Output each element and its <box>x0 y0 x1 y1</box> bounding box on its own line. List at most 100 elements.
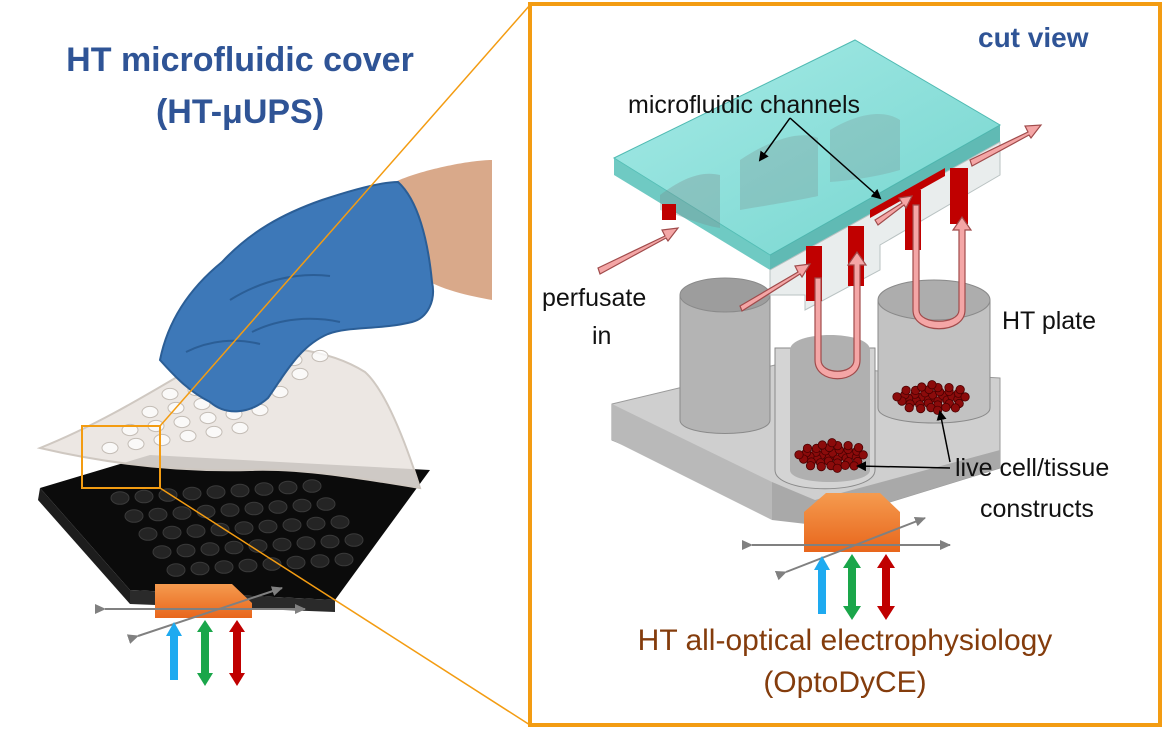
plate-well <box>258 519 278 534</box>
plate-well <box>176 543 196 558</box>
cover-bump <box>173 415 191 429</box>
cover-bump <box>127 437 145 451</box>
well-plate-icon <box>38 455 430 612</box>
cell-sphere <box>950 403 961 413</box>
plate-well <box>124 509 144 523</box>
plate-well <box>200 542 220 556</box>
plate-well <box>220 503 240 517</box>
photo-scene <box>36 4 531 726</box>
cell-sphere <box>840 460 850 470</box>
plate-well <box>110 491 130 505</box>
plate-well <box>234 521 254 535</box>
left-title-line1: HT microfluidic cover <box>66 41 414 79</box>
cover-bump <box>311 349 329 363</box>
cover-bump <box>199 411 217 425</box>
cell-sphere <box>805 461 816 471</box>
objective-lens-icon-small <box>95 584 306 644</box>
bottom-title-line1: HT all-optical electrophysiology <box>637 624 1053 657</box>
plate-well <box>286 555 306 570</box>
plate-well <box>206 485 226 499</box>
label-cells-line2: constructs <box>980 495 1094 523</box>
cover-bump <box>231 421 249 435</box>
cut-view-frame <box>528 2 1162 727</box>
cell-sphere <box>892 392 902 402</box>
cell-sphere <box>944 382 954 393</box>
plate-well <box>190 561 210 576</box>
plate-well <box>292 498 312 513</box>
left-title-line2: (HT-μUPS) <box>155 93 325 131</box>
cut-view-title: cut view <box>978 22 1089 53</box>
cell-sphere <box>832 463 842 473</box>
cell-sphere <box>827 438 837 448</box>
plate-well <box>282 518 302 532</box>
plate-well <box>278 480 298 495</box>
plate-well <box>134 489 154 504</box>
light-arrows-icon <box>814 554 895 620</box>
plate-well <box>158 488 178 502</box>
plate-well <box>254 482 274 496</box>
cell-sphere <box>955 384 965 395</box>
glove-hand-icon <box>158 160 492 413</box>
cell-sphere <box>901 385 911 395</box>
cell-sphere <box>904 403 914 413</box>
plate-well <box>244 501 264 516</box>
plate-well <box>268 500 288 514</box>
plate-well <box>306 516 326 531</box>
label-cells-line1: live cell/tissue <box>955 454 1110 482</box>
u-tube-left <box>814 250 868 380</box>
microfluidic-cover-block <box>612 39 1002 311</box>
cell-sphere <box>817 440 827 450</box>
plate-well <box>148 507 168 522</box>
plate-well <box>330 515 350 529</box>
plate-well <box>272 537 292 552</box>
zoom-region-box <box>81 425 161 489</box>
cover-bump <box>141 405 159 419</box>
cell-sphere <box>960 392 970 402</box>
label-ht-plate: HT plate <box>1002 307 1097 335</box>
zoom-line-top <box>159 4 531 427</box>
zoom-line-bottom <box>159 487 531 726</box>
cover-bump <box>101 441 119 455</box>
cell-sphere <box>916 403 926 414</box>
cell-sphere <box>794 450 804 460</box>
plate-well <box>186 524 206 538</box>
plate-well <box>210 522 230 537</box>
plate-well <box>138 527 158 541</box>
label-perfusate-line2: in <box>592 322 612 350</box>
cell-sphere <box>853 442 864 453</box>
cell-sphere <box>917 382 927 392</box>
cell-sphere <box>941 402 951 412</box>
plate-well <box>310 554 330 568</box>
plate-well <box>344 533 364 547</box>
cover-bump <box>179 429 197 443</box>
cell-constructs <box>794 380 970 473</box>
u-tube-right <box>912 204 973 330</box>
plate-well <box>214 560 234 574</box>
plate-well <box>316 497 336 511</box>
cover-bump <box>161 387 179 401</box>
label-microfluidic-channels: microfluidic channels <box>628 91 861 119</box>
plate-well <box>166 563 186 577</box>
plate-well <box>262 557 282 571</box>
cell-sphere <box>927 380 937 390</box>
plate-well <box>182 486 202 501</box>
annotation-arrows <box>758 117 951 472</box>
cell-sphere <box>802 443 813 453</box>
plate-well <box>238 558 258 573</box>
light-arrows-icon-small <box>166 620 245 686</box>
cover-bump <box>205 425 223 439</box>
cover-bump <box>291 367 309 381</box>
cover-bump <box>121 423 139 437</box>
bottom-title-line2: (OptoDyCE) <box>763 666 927 699</box>
plate-well <box>224 540 244 555</box>
label-perfusate-line1: perfusate <box>542 284 647 312</box>
cell-sphere <box>849 461 859 471</box>
plate-well <box>320 534 340 549</box>
plate-well <box>302 479 322 493</box>
plate-well <box>162 525 182 540</box>
cell-sphere <box>816 461 826 472</box>
plate-well <box>152 545 172 559</box>
cell-sphere <box>858 450 868 460</box>
flow-arrows <box>597 124 1043 380</box>
